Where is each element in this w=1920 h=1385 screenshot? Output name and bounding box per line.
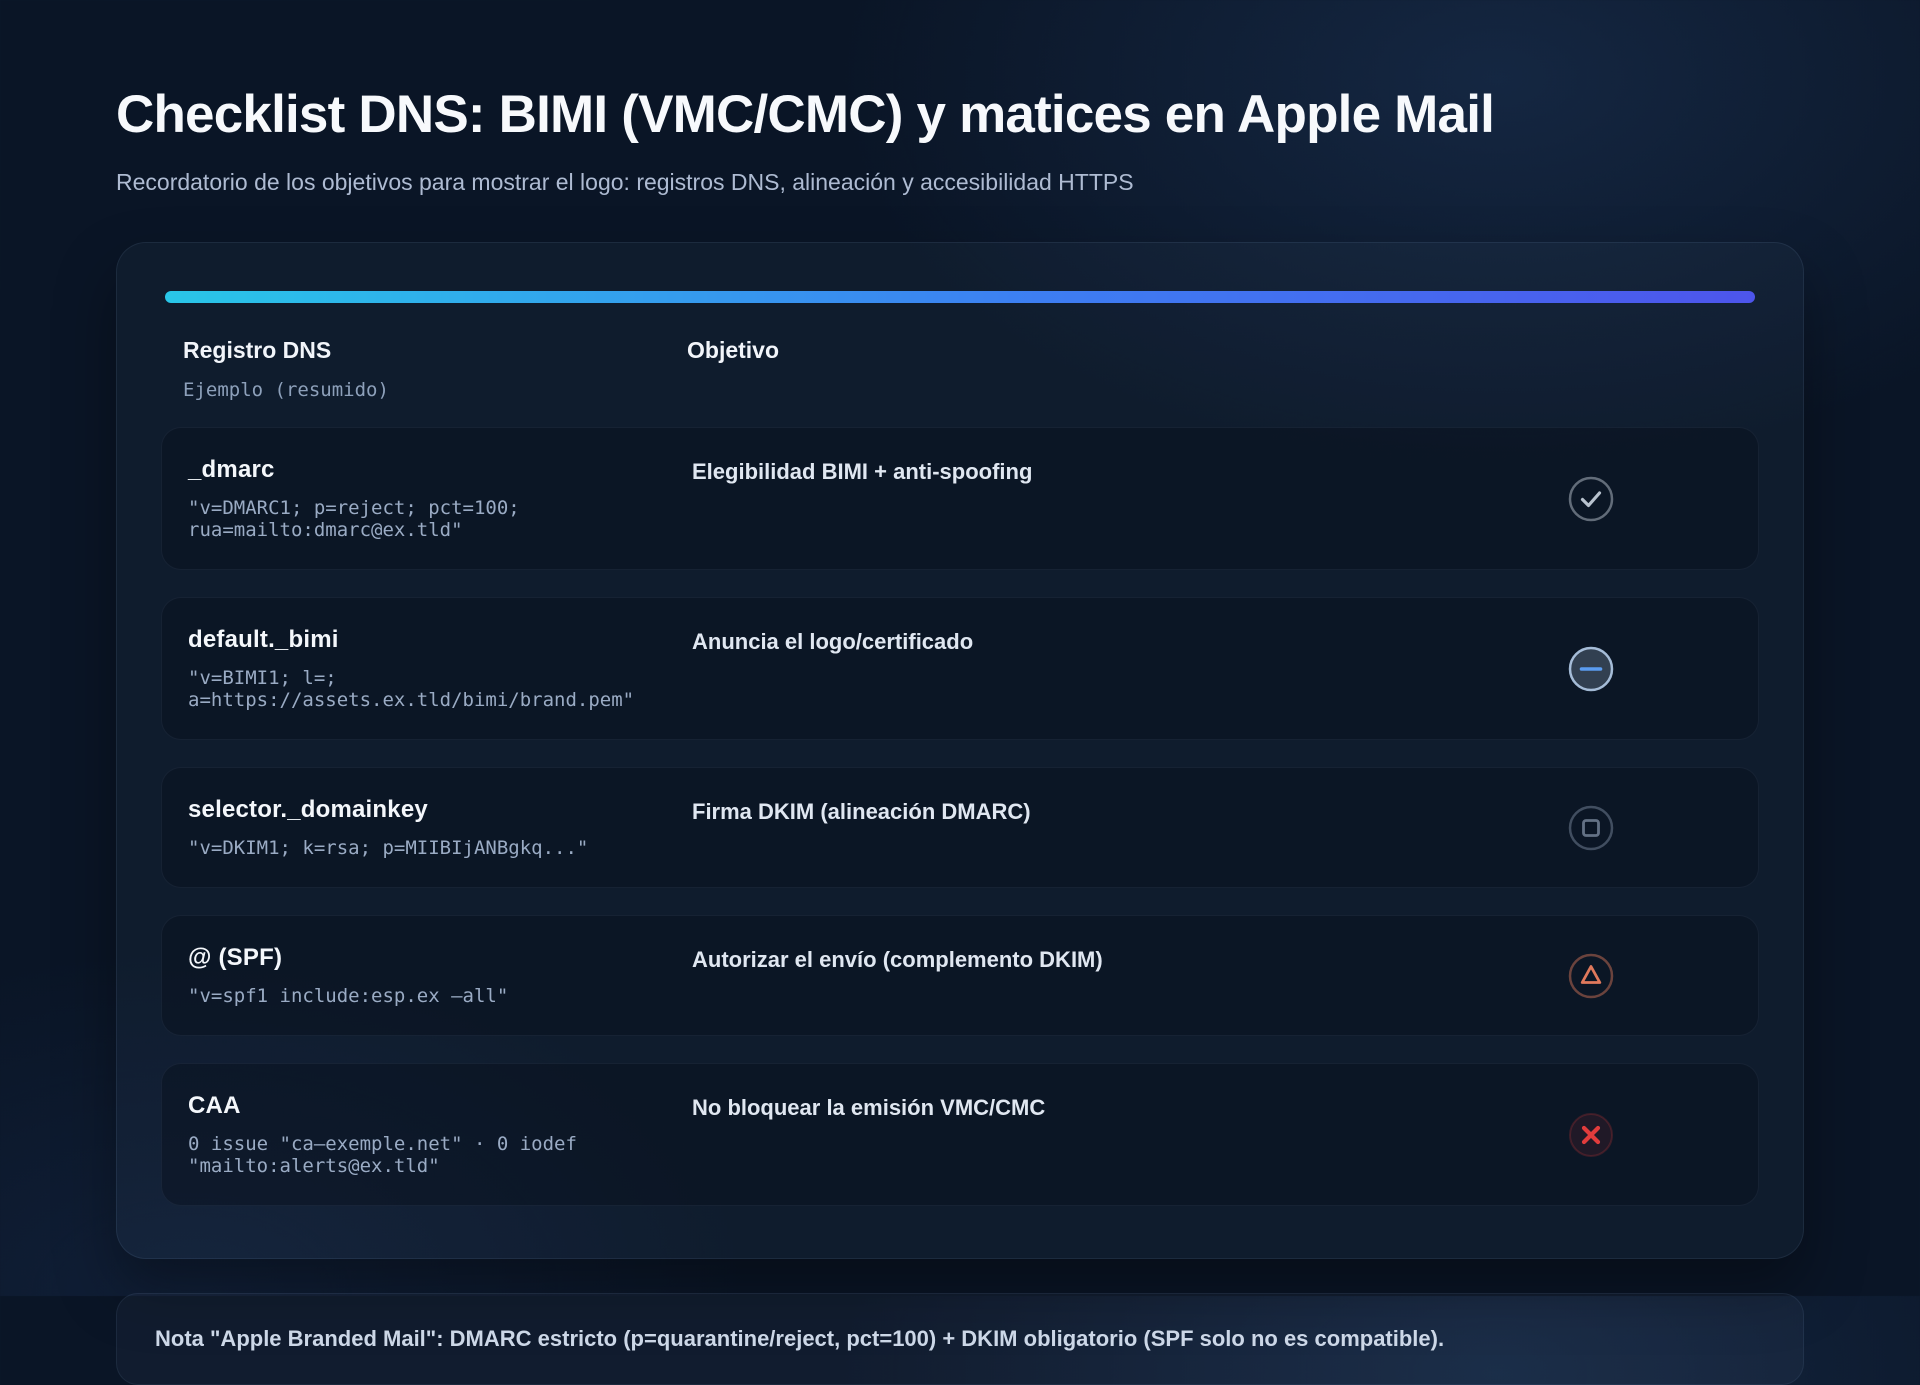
record-name: default._bimi — [188, 626, 339, 653]
footer-note: Nota "Apple Branded Mail": DMARC estrict… — [116, 1293, 1804, 1385]
checklist-card: Registro DNS Ejemplo (resumido) Objetivo… — [116, 242, 1804, 1259]
record-name: CAA — [188, 1092, 241, 1119]
dns-rows: _dmarc "v=DMARC1; p=reject; pct=100; rua=… — [161, 427, 1759, 1206]
record-objective: Firma DKIM (alineación DMARC) — [692, 799, 1031, 824]
x-circle-icon[interactable] — [1568, 1112, 1614, 1158]
record-objective: Elegibilidad BIMI + anti-spoofing — [692, 459, 1033, 484]
record-name: selector._domainkey — [188, 796, 428, 823]
record-example: "v=BIMI1; l=; a=https://assets.ex.tld/bi… — [188, 667, 635, 711]
column-header-objective: Objetivo — [687, 337, 780, 363]
record-objective: Autorizar el envío (complemento DKIM) — [692, 947, 1103, 972]
record-example: "v=DKIM1; k=rsa; p=MIIBIjANBgkq..." — [188, 837, 589, 859]
record-example: "v=spf1 include:esp.ex —all" — [188, 985, 509, 1007]
table-row: _dmarc "v=DMARC1; p=reject; pct=100; rua=… — [161, 427, 1759, 570]
table-row: selector._domainkey "v=DKIM1; k=rsa; p=MI… — [161, 767, 1759, 888]
column-header-record: Registro DNS — [183, 337, 332, 363]
page-subtitle: Recordatorio de los objetivos para mostr… — [116, 169, 1134, 195]
square-circle-icon[interactable] — [1568, 805, 1614, 851]
record-objective: Anuncia el logo/certificado — [692, 629, 974, 654]
minus-circle-icon[interactable] — [1568, 646, 1614, 692]
progress-bar — [165, 291, 1755, 303]
page-title: Checklist DNS: BIMI (VMC/CMC) y matices … — [116, 85, 1495, 144]
record-objective: No bloquear la emisión VMC/CMC — [692, 1095, 1046, 1120]
table-header: Registro DNS Ejemplo (resumido) Objetivo — [161, 303, 1759, 413]
page: Checklist DNS: BIMI (VMC/CMC) y matices … — [116, 85, 1804, 1259]
table-row: CAA 0 issue "ca—exemple.net" · 0 iodef "m… — [161, 1063, 1759, 1206]
triangle-circle-icon[interactable] — [1568, 953, 1614, 999]
check-circle-icon[interactable] — [1568, 476, 1614, 522]
record-example: 0 issue "ca—exemple.net" · 0 iodef "mail… — [188, 1133, 577, 1177]
table-row: @ (SPF) "v=spf1 include:esp.ex —all" Autor… — [161, 915, 1759, 1036]
table-row: default._bimi "v=BIMI1; l=; a=https://ass… — [161, 597, 1759, 740]
record-name: _dmarc — [188, 456, 275, 483]
record-name: @ (SPF) — [188, 944, 283, 971]
column-subheader-example: Ejemplo (resumido) — [183, 379, 389, 401]
record-example: "v=DMARC1; p=reject; pct=100; rua=mailto… — [188, 497, 520, 541]
